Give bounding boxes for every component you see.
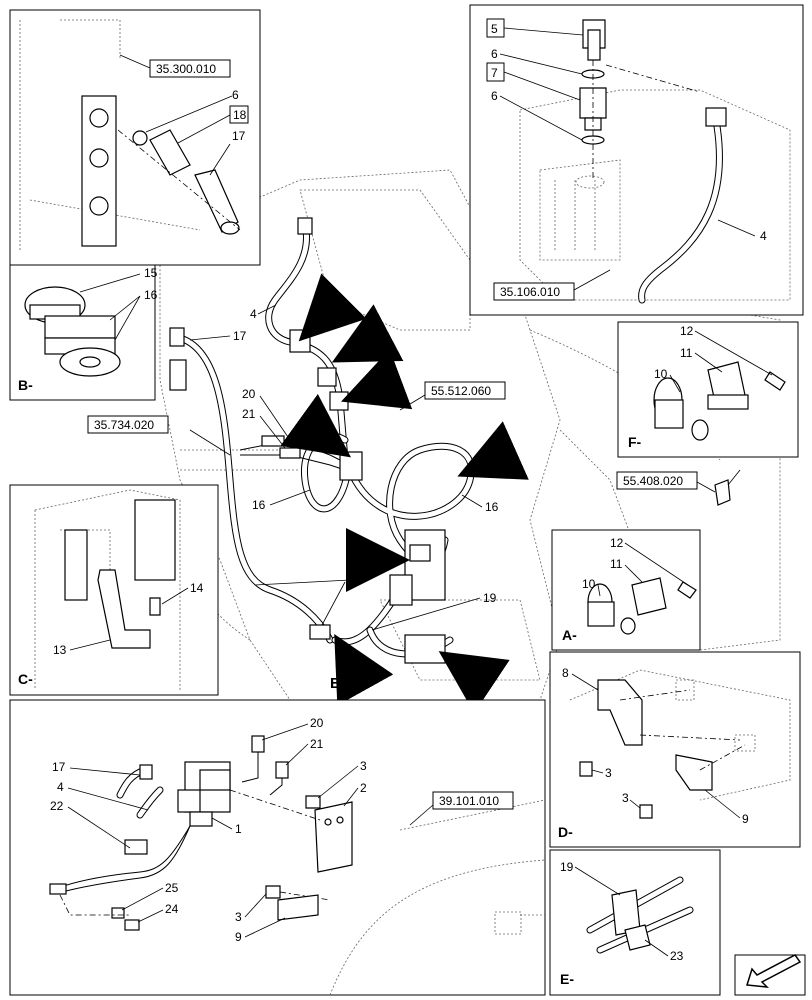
callout-15: 15	[144, 266, 158, 280]
view-label-f: F-	[628, 434, 642, 450]
callout-23: 23	[670, 949, 684, 963]
callout-16-main-left: 16	[252, 498, 266, 512]
reference-label: 35.300.010	[156, 62, 216, 76]
inset-view-e: 19 23 E-	[549, 849, 721, 996]
callout-17-main: 17	[233, 329, 247, 343]
ref-box	[149, 59, 231, 78]
callout-4-main: 4	[250, 307, 257, 321]
callout-21-bottom: 21	[310, 737, 324, 751]
callout-21-main: 21	[242, 407, 256, 421]
callout-20-main: 20	[242, 387, 256, 401]
callout-10-a: 10	[582, 577, 596, 591]
callout-22: 22	[50, 799, 64, 813]
inset-top-right: 5 6 7 6 4 35.106.010	[469, 4, 804, 316]
callout-18: 18	[233, 108, 247, 122]
view-label-a: A-	[562, 627, 577, 643]
reference-label: 55.408.020	[623, 474, 683, 488]
callout-6-bottom: 6	[491, 89, 498, 103]
callout-2: 2	[360, 781, 367, 795]
callout-3-d-lower: 3	[622, 791, 629, 805]
arrow-label-e: E	[330, 675, 340, 692]
callout-9-d: 9	[742, 812, 749, 826]
callout-17-bottom: 17	[52, 760, 66, 774]
arrow-label-f: F	[310, 307, 319, 324]
arrow-label-c: C	[352, 329, 363, 346]
callout-3-d-upper: 3	[605, 766, 612, 780]
view-label-b: B-	[18, 377, 33, 393]
callout-16-b: 16	[144, 288, 158, 302]
reference-label: 35.106.010	[500, 285, 560, 299]
arrow-label-a-upper: A	[302, 425, 313, 442]
callout-19-main-left: 19	[350, 569, 364, 583]
callout-1: 1	[235, 822, 242, 836]
main-callouts: 4 17 20 21 16 16 19 19 55.512.060 35.734…	[87, 304, 716, 631]
callout-24: 24	[165, 902, 179, 916]
callout-3-bottom-lower: 3	[235, 910, 242, 924]
callout-4-top-inset: 4	[760, 229, 767, 243]
callout-19-e: 19	[560, 860, 574, 874]
reference-label: 55.512.060	[431, 384, 491, 398]
callout-19-main-right: 19	[483, 591, 497, 605]
view-label-c: C-	[18, 671, 33, 687]
reference-label: 39.101.010	[439, 794, 499, 808]
arrow-label-d: D	[497, 455, 508, 472]
callout-25: 25	[165, 881, 179, 895]
callout-16-main-right: 16	[485, 500, 499, 514]
callout-11-a: 11	[610, 557, 623, 571]
callout-17: 17	[232, 129, 246, 143]
callout-4-bottom: 4	[57, 780, 64, 794]
callout-13: 13	[53, 643, 67, 657]
callout-9-bottom: 9	[235, 930, 242, 944]
arrow-label-a-lower: A	[465, 677, 476, 694]
callout-20-bottom: 20	[310, 716, 324, 730]
reference-label: 35.734.020	[94, 418, 154, 432]
next-page-arrow-icon[interactable]	[734, 954, 806, 996]
inset-view-c: 14 13 C-	[9, 484, 219, 696]
inset-view-a: 12 11 10 A-	[551, 529, 701, 651]
callout-10-f: 10	[654, 367, 668, 381]
callout-11-f: 11	[680, 346, 693, 360]
callout-6-top: 6	[491, 47, 498, 61]
view-arrows: F C B A D A E A	[280, 273, 529, 714]
callout-6: 6	[232, 88, 239, 102]
callout-8: 8	[562, 666, 569, 680]
callout-5: 5	[491, 22, 498, 36]
view-label-e: E-	[560, 971, 574, 987]
callout-14: 14	[190, 581, 204, 595]
inset-top-left: 35.300.010 6 18 17	[9, 9, 261, 266]
arrow-label-a-mid: A	[358, 550, 369, 567]
inset-view-b: 15 16 B-	[9, 264, 158, 401]
inset-view-d: 8 3 3 9 D-	[549, 651, 801, 848]
inset-bottom-detail: 39.101.010 20 21 3 2 17 4 22 1 25 24 3 9	[9, 699, 546, 996]
inset-view-f: 12 11 10 F-	[617, 321, 799, 458]
callout-12-a: 12	[610, 536, 624, 550]
callout-3-bottom-upper: 3	[360, 759, 367, 773]
arrow-label-b: B	[378, 377, 389, 394]
callout-12-f: 12	[680, 324, 694, 338]
view-label-d: D-	[558, 824, 573, 840]
callout-7: 7	[491, 66, 498, 80]
